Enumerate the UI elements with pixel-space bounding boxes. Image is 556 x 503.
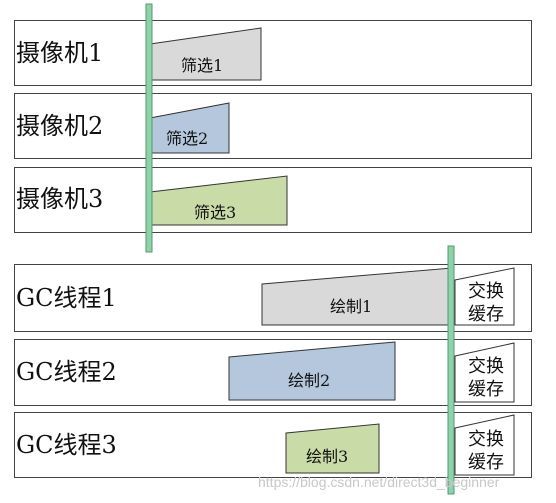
gc-lane-label-2: GC线程2: [16, 358, 117, 386]
swap-buffer-shape-2: [454, 342, 515, 403]
camera-lane-label-3: 摄像机3: [16, 185, 104, 213]
swap-buffer-shape-1: [454, 267, 515, 326]
gc-lane-label-3: GC线程3: [16, 431, 117, 459]
filter-label-1: 筛选1: [181, 56, 224, 75]
draw-label-3: 绘制3: [306, 447, 349, 466]
watermark: https://blog.csdn.net/direct3d_beginner: [258, 474, 500, 490]
sync-line-camera: [145, 3, 153, 253]
filter-label-2: 筛选2: [166, 129, 209, 148]
swap-buffer-label-2-line-1: 交换: [468, 356, 504, 377]
camera-lane-label-2: 摄像机2: [16, 112, 104, 140]
draw-shape-2: [228, 341, 396, 401]
swap-buffer-label-1-line-2: 缓存: [468, 304, 504, 325]
sync-line-gc: [447, 245, 455, 495]
gc-lane-label-1: GC线程1: [16, 284, 117, 312]
swap-buffer-shape-3: [454, 414, 515, 476]
gc-lane-3: [14, 412, 532, 478]
swap-buffer-label-2: 交换 缓存: [462, 355, 510, 401]
swap-buffer-label-1-line-1: 交换: [468, 281, 504, 302]
draw-label-2: 绘制2: [288, 371, 331, 390]
swap-buffer-label-3-line-1: 交换: [468, 429, 504, 450]
swap-buffer-label-2-line-2: 缓存: [468, 379, 504, 400]
swap-buffer-label-1: 交换 缓存: [462, 280, 510, 326]
swap-buffer-label-3: 交换 缓存: [462, 428, 510, 474]
draw-shape-3: [285, 423, 380, 474]
filter-label-3: 筛选3: [194, 203, 237, 222]
camera-lane-2: [14, 93, 532, 159]
swap-buffer-label-3-line-2: 缓存: [468, 452, 504, 473]
camera-lane-1: [14, 20, 532, 86]
draw-label-1: 绘制1: [330, 297, 373, 316]
camera-lane-label-1: 摄像机1: [16, 39, 104, 67]
